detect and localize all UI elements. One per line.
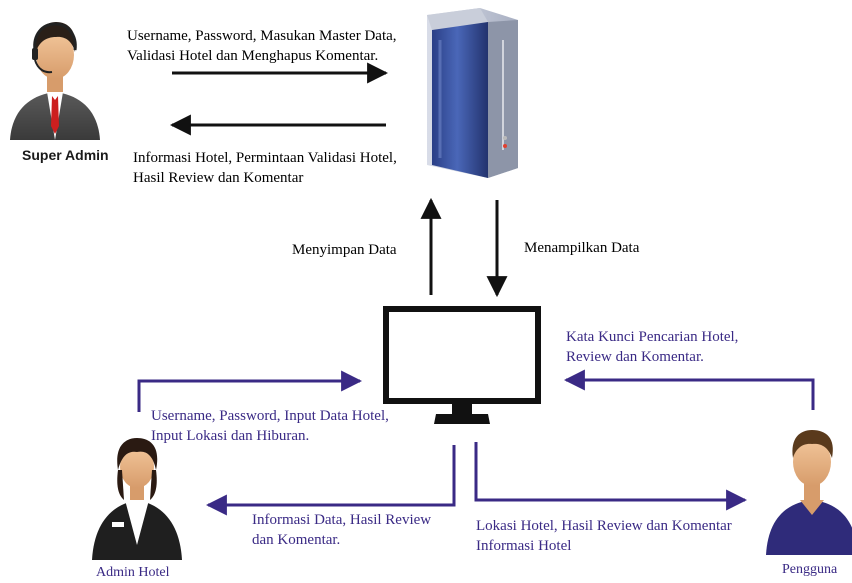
label-hotel-admin-to-system: Username, Password, Input Data Hotel, In…	[151, 408, 389, 444]
pengguna-label: Pengguna	[782, 562, 838, 577]
monitor-icon	[383, 306, 541, 424]
super-admin-label: Super Admin	[22, 147, 109, 163]
label-user-to-system: Kata Kunci Pencarian Hotel, Review dan K…	[566, 329, 739, 365]
arrow-hotel-admin-to-system	[137, 370, 363, 412]
label-save-data: Menyimpan Data	[292, 242, 397, 258]
super-admin-icon	[10, 22, 100, 140]
pengguna-icon	[766, 430, 852, 555]
label-system-to-user: Lokasi Hotel, Hasil Review dan Komentar …	[476, 518, 732, 554]
label-system-to-hotel-admin: Informasi Data, Hasil Review dan Komenta…	[252, 512, 432, 548]
admin-hotel-icon	[92, 438, 182, 560]
arrow-system-to-user	[474, 442, 748, 511]
label-show-data: Menampilkan Data	[524, 240, 640, 256]
admin-hotel-label: Admin Hotel	[96, 565, 170, 580]
label-server-to-admin: Informasi Hotel, Permintaan Validasi Hot…	[133, 150, 397, 186]
arrow-system-to-hotel-admin	[205, 445, 456, 516]
arrow-user-to-system	[563, 369, 815, 410]
label-admin-to-server: Username, Password, Masukan Master Data,…	[127, 28, 397, 64]
server-icon	[427, 8, 518, 178]
